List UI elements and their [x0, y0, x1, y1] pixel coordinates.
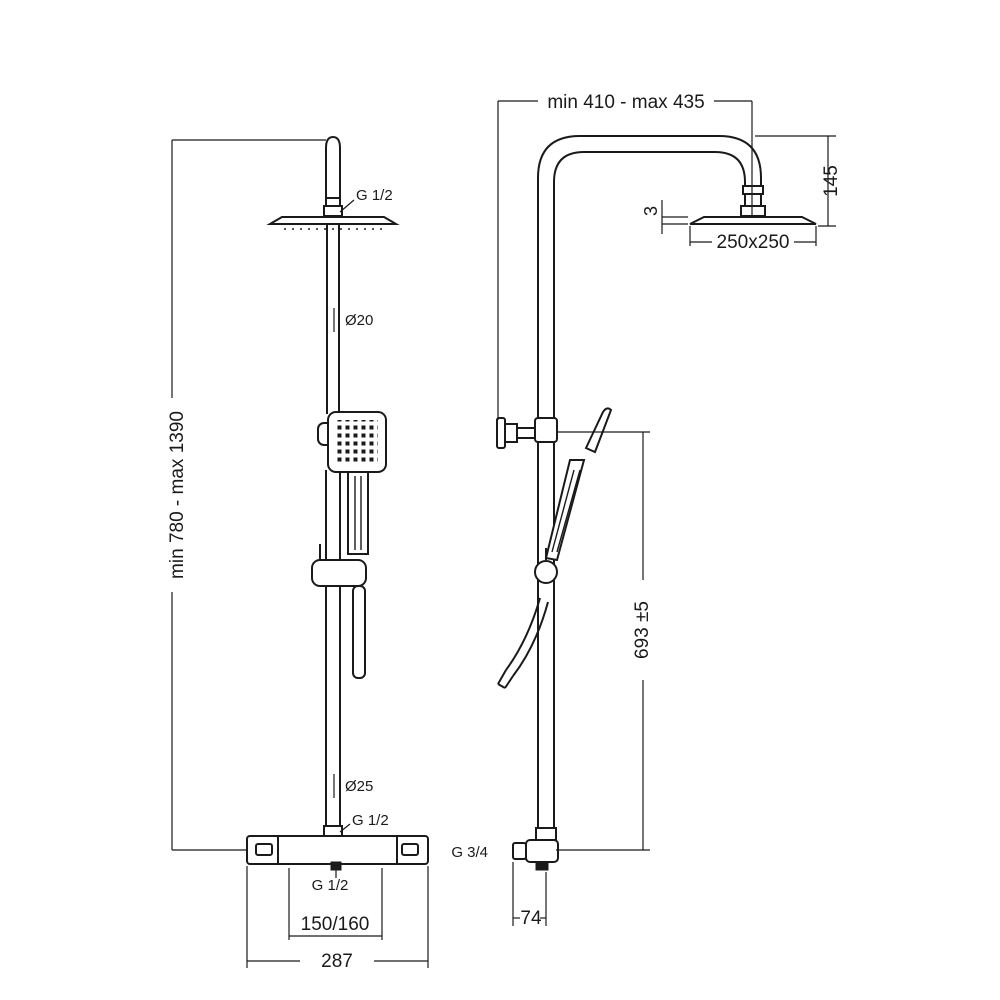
mixer-bottom-thread-label: G 1/2: [312, 877, 349, 894]
front-hand-shower: [317, 411, 387, 555]
bracket-height-label: 693 ±5: [632, 601, 653, 659]
side-wall-bracket: [496, 417, 558, 449]
front-riser-pipe: [323, 224, 343, 837]
inlet-thread-label: G 3/4: [451, 844, 488, 861]
arm-projection-label: min 410 - max 435: [547, 92, 704, 113]
lower-pipe-diameter-label: Ø25: [345, 778, 373, 795]
upper-pipe-diameter-label: Ø20: [345, 312, 373, 329]
side-dimensions: min 410 - max 435 145 3 250x250 693 ±5: [451, 92, 842, 929]
top-thread-label: G 1/2: [356, 187, 393, 204]
side-shower-head: [689, 185, 817, 225]
side-inlet-elbow: [512, 827, 559, 871]
side-hand-shower: [544, 407, 613, 562]
total-height-label: min 780 - max 1390: [167, 411, 188, 579]
head-thickness-label: 3: [641, 206, 661, 216]
front-shower-head: [266, 135, 400, 230]
wall-offset-label: 74: [520, 908, 542, 929]
front-view: min 780 - max 1390 Ø20 Ø25 G 1/2 G 1/2 G…: [167, 135, 429, 972]
mixer-width-label: 287: [321, 951, 353, 972]
head-size-label: 250x250: [717, 232, 790, 253]
side-slider: [534, 548, 558, 584]
side-view: min 410 - max 435 145 3 250x250 693 ±5: [451, 92, 842, 929]
side-riser-arm: [537, 135, 762, 828]
inlet-centres-label: 150/160: [301, 914, 370, 935]
front-mixer-bar: [246, 835, 429, 871]
front-dimensions: min 780 - max 1390 Ø20 Ø25 G 1/2 G 1/2 G…: [167, 139, 429, 972]
side-hose: [497, 597, 549, 689]
mixer-top-thread-label: G 1/2: [352, 812, 389, 829]
front-slider-bracket: [311, 544, 367, 679]
head-drop-label: 145: [821, 165, 842, 197]
